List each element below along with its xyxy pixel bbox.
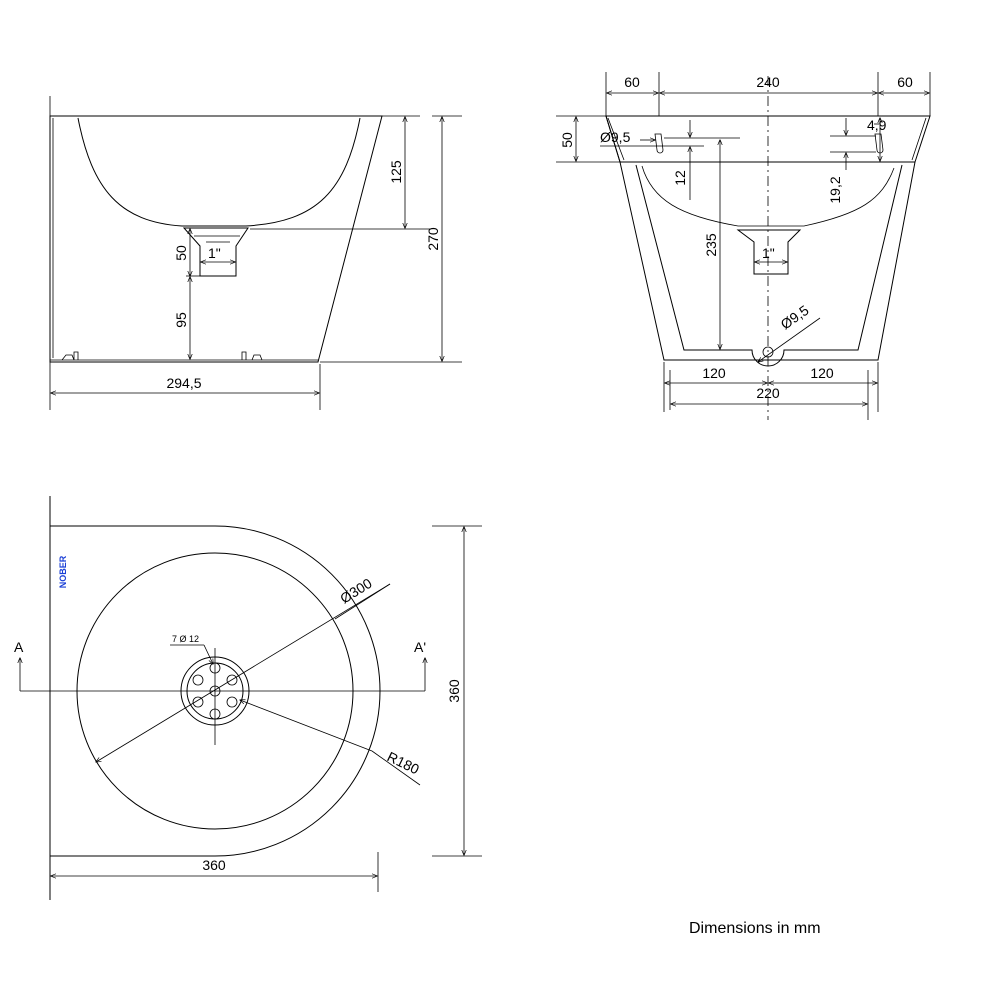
drain-hole-icon <box>192 674 204 686</box>
section-left-label: A <box>14 639 24 655</box>
section-outlet-pipe <box>736 229 802 275</box>
dim-depth-label: 235 <box>703 233 719 257</box>
right-hole-icon <box>874 133 884 154</box>
basin-outline <box>49 115 383 363</box>
dim-width-label: 360 <box>202 857 226 873</box>
dim-left-label: 60 <box>624 74 640 90</box>
top-view: A A' NOBER 7 Ø 12 Ø300 R180 360 360 <box>14 496 482 900</box>
section-bowl-curve <box>641 165 895 227</box>
dim-half-left-label: 120 <box>702 365 726 381</box>
outlet-pipe <box>182 227 249 277</box>
dim-hole-right-height-label: 19,2 <box>827 176 843 203</box>
dim-center-label: 240 <box>756 74 780 90</box>
bottom-hole-icon <box>762 346 774 358</box>
dim-right-label: 60 <box>897 74 913 90</box>
foot-right-icon <box>241 351 263 361</box>
dim-outlet-size-label: 1" <box>208 245 221 261</box>
dim-outlet-height-label: 50 <box>173 245 189 261</box>
dim-hole-right-label: 4,9 <box>867 117 887 133</box>
dim-outlet-size-label: 1" <box>762 245 775 261</box>
dim-base-width-label: 220 <box>756 385 780 401</box>
dim-height-label: 270 <box>425 227 441 251</box>
dim-hole-left-label: Ø9,5 <box>600 129 631 145</box>
side-view: 125 270 50 1" 95 294,5 <box>49 96 462 410</box>
drain-hole-icon <box>192 696 204 708</box>
left-hole-icon <box>654 133 664 154</box>
dim-holes-label: 7 Ø 12 <box>172 634 199 644</box>
dim-length-label: 294,5 <box>166 375 201 391</box>
dim-height-label: 360 <box>446 679 462 703</box>
dim-depth-label: 125 <box>388 160 404 184</box>
foot-left-icon <box>61 351 79 361</box>
section-inner-wall <box>635 164 903 367</box>
drain-hole-icon <box>226 674 238 686</box>
brand-logo: NOBER <box>58 555 68 588</box>
basin-bowl-curve <box>77 117 361 227</box>
dim-diameter-label: Ø300 <box>337 575 375 607</box>
dim-floor-gap-label: 95 <box>173 312 189 328</box>
dim-hole-offset-label: 12 <box>672 170 688 186</box>
drain-hole-icon <box>226 696 238 708</box>
dim-rim-label: 50 <box>559 132 575 148</box>
section-right-label: A' <box>414 639 426 655</box>
section-view: 60 240 60 50 Ø9,5 12 4,9 19,2 235 1" Ø9 <box>556 72 931 420</box>
units-note: Dimensions in mm <box>689 920 821 937</box>
dim-half-right-label: 120 <box>810 365 834 381</box>
